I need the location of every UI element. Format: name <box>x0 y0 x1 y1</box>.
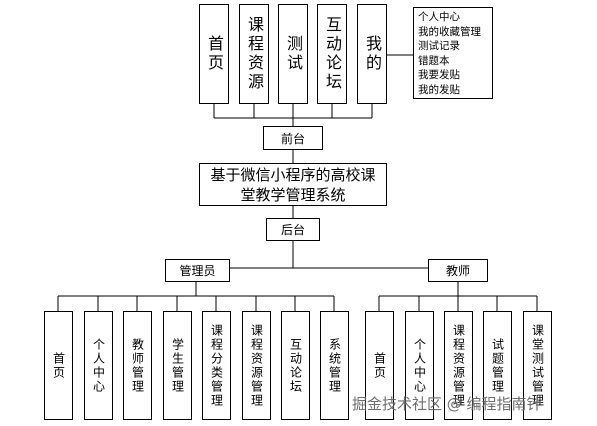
mine-submenu-item: 我要发贴 <box>418 69 460 82</box>
mine-submenu-item: 我的收藏管理 <box>418 25 481 38</box>
teacher-node: 教师 <box>428 259 488 282</box>
admin-module-label: 课程资源管理 <box>249 323 264 408</box>
admin-module-personal-center: 个人中心 <box>84 311 113 420</box>
teacher-module-label: 课程资源管理 <box>451 323 466 408</box>
admin-module-label: 课程分类管理 <box>209 323 224 408</box>
admin-module-teacher-management: 教师管理 <box>123 311 152 420</box>
front-module-label: 首页 <box>205 35 224 73</box>
admin-module-course-resource-management: 课程资源管理 <box>242 311 271 420</box>
mine-submenu-list: 个人中心 我的收藏管理 测试记录 错题本 我要发贴 我的发贴 <box>413 7 493 99</box>
front-module-label: 我的 <box>363 35 382 73</box>
front-module-label: 测试 <box>284 35 303 73</box>
admin-module-system-management: 系统管理 <box>320 311 349 420</box>
system-title-line2: 堂教学管理系统 <box>240 185 346 204</box>
admin-module-label: 个人中心 <box>91 337 106 394</box>
teacher-module-course-resource-management: 课程资源管理 <box>444 311 473 420</box>
admin-module-label: 教师管理 <box>130 337 145 394</box>
front-module-label: 互动论坛 <box>323 16 342 92</box>
admin-module-label: 学生管理 <box>170 337 185 394</box>
front-module-forum: 互动论坛 <box>317 4 347 104</box>
front-module-home: 首页 <box>199 4 229 104</box>
admin-module-label: 互动论坛 <box>288 337 303 394</box>
teacher-module-label: 首页 <box>372 351 387 380</box>
admin-module-label: 首页 <box>51 351 66 380</box>
admin-module-student-management: 学生管理 <box>163 311 192 420</box>
admin-module-forum: 互动论坛 <box>281 311 310 420</box>
mine-submenu-item: 我的发贴 <box>418 83 460 96</box>
mine-submenu-item: 错题本 <box>418 54 450 67</box>
teacher-module-personal-center: 个人中心 <box>405 311 434 420</box>
admin-module-course-category-management: 课程分类管理 <box>202 311 231 420</box>
front-module-mine: 我的 <box>357 4 387 104</box>
teacher-module-label: 课堂测试管理 <box>530 323 545 408</box>
front-module-test: 测试 <box>278 4 308 104</box>
admin-module-home: 首页 <box>44 311 73 420</box>
back-end-node: 后台 <box>266 218 320 241</box>
system-title-line1: 基于微信小程序的高校课 <box>210 165 376 184</box>
teacher-module-label: 试题管理 <box>490 337 505 394</box>
front-module-label: 课程资源 <box>245 16 264 92</box>
admin-label: 管理员 <box>179 264 216 278</box>
teacher-module-question-management: 试题管理 <box>483 311 512 420</box>
teacher-module-class-test-management: 课堂测试管理 <box>523 311 552 420</box>
admin-node: 管理员 <box>165 259 230 282</box>
admin-module-label: 系统管理 <box>327 337 342 394</box>
mine-submenu-item: 测试记录 <box>418 40 460 53</box>
back-end-label: 后台 <box>280 223 305 237</box>
mine-submenu-item: 个人中心 <box>418 11 460 23</box>
front-end-node: 前台 <box>263 126 323 150</box>
teacher-module-label: 个人中心 <box>412 337 427 394</box>
front-module-course-resources: 课程资源 <box>239 4 269 104</box>
front-end-label: 前台 <box>280 131 305 146</box>
teacher-label: 教师 <box>445 264 470 278</box>
system-title-node: 基于微信小程序的高校课 堂教学管理系统 <box>199 163 387 206</box>
teacher-module-home: 首页 <box>365 311 394 420</box>
watermark: 掘金技术社区 @ 编程指南针 <box>352 395 542 413</box>
